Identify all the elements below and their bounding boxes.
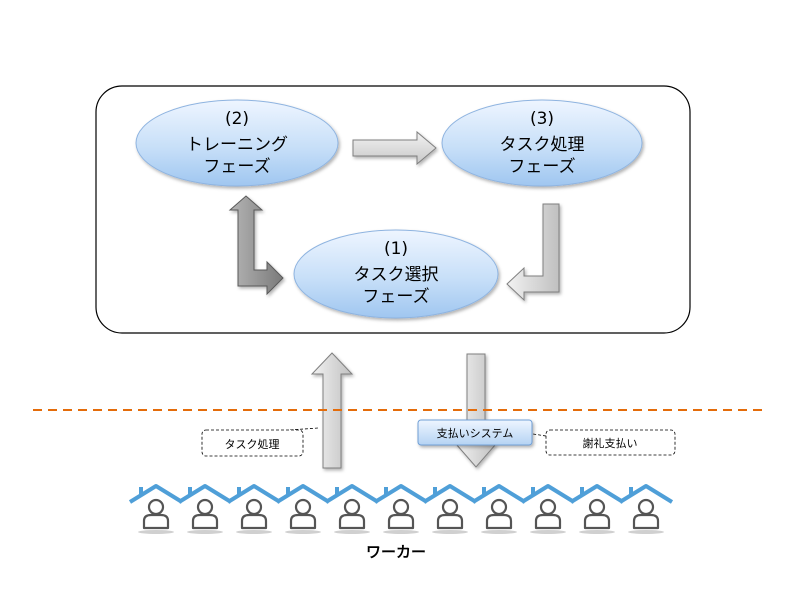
payment-system-label: 支払いシステム — [437, 426, 514, 440]
task-selection-phase-number: (1) — [384, 239, 408, 259]
training-phase-subtitle: フェーズ — [203, 157, 270, 177]
training-phase-number: (2) — [225, 109, 249, 129]
worker-icon — [373, 484, 429, 534]
task-processing-callout — [201, 429, 304, 457]
workers-row — [128, 484, 674, 534]
task-selection-phase-node — [293, 229, 499, 319]
task-processing-phase-number: (3) — [530, 109, 554, 129]
payment-system-box — [417, 419, 533, 446]
reward-payment-callout-text: 謝礼支払い — [583, 436, 638, 450]
training-to-processing-arrow — [352, 130, 437, 166]
worker-icon — [128, 484, 184, 534]
task-processing-phase-title: タスク処理 — [500, 135, 585, 155]
worker-icon — [569, 484, 625, 534]
task-processing-phase-subtitle: フェーズ — [508, 157, 575, 177]
training-phase-title: トレーニング — [186, 135, 288, 155]
worker-icon — [520, 484, 576, 534]
reward-payment-callout — [545, 429, 676, 456]
training-phase-node — [135, 99, 339, 187]
worker-icon — [618, 484, 674, 534]
task-selection-phase-subtitle: フェーズ — [362, 287, 429, 307]
task-processing-callout-pointer — [289, 427, 319, 431]
worker-icon — [177, 484, 233, 534]
task-selection-phase-title: タスク選択 — [354, 265, 439, 285]
selection-training-elbow-arrow — [228, 195, 284, 296]
worker-icon — [324, 484, 380, 534]
worker-icon — [422, 484, 478, 534]
task-processing-callout-text: タスク処理 — [225, 438, 280, 451]
worker-icon — [471, 484, 527, 534]
task-submission-up-arrow — [310, 352, 354, 469]
worker-icon — [275, 484, 331, 534]
reward-payment-callout-pointer — [532, 433, 547, 437]
task-processing-phase-node — [441, 99, 643, 187]
workers-label: ワーカー — [366, 543, 426, 561]
processing-selection-elbow-arrow — [506, 203, 560, 302]
worker-icon — [226, 484, 282, 534]
